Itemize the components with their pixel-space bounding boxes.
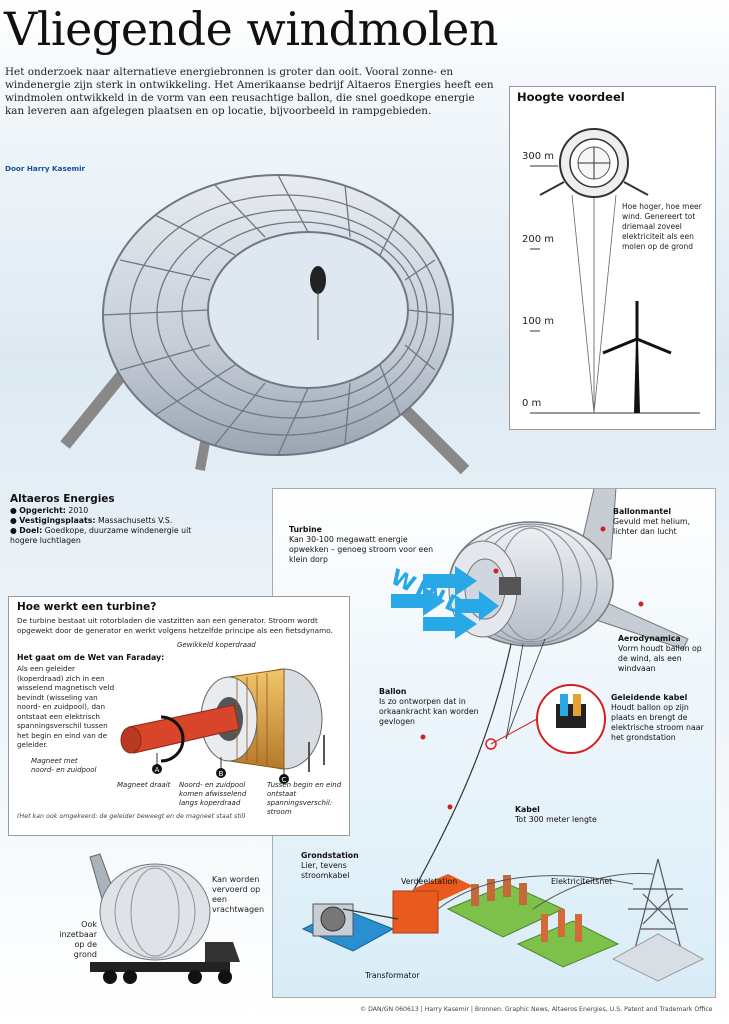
height-diagram: [530, 128, 700, 414]
turbine-explainer-box: Hoe werkt een turbine? De turbine bestaa…: [8, 596, 350, 836]
fact-founded: ● Opgericht: 2010: [10, 506, 89, 515]
faraday-subtitle: Het gaat om de Wet van Faraday:: [17, 653, 165, 662]
transformer: [392, 890, 439, 934]
marker-c-label: C: [282, 776, 287, 784]
marker-a-label: A: [155, 766, 160, 774]
balloon-illustration: [60, 174, 470, 475]
page-title: Vliegende windmolen: [4, 2, 498, 56]
source-credit: © DAN/GN 060613 | Harry Kasemir | Bronne…: [360, 1006, 713, 1013]
system-diagram: [301, 489, 705, 982]
ground-windmill-icon: [602, 301, 672, 413]
faraday-text: Als een geleider (koperdraad) zich in ee…: [17, 664, 115, 749]
balloon-leg: [400, 405, 470, 475]
height-note: Hoe hoger, hoe meer wind. Genereert tot …: [622, 202, 702, 251]
height-advantage-panel: Hoogte voordeel 300 m 200 m 100 m 0 m Ho…: [509, 86, 716, 430]
balloon-leg: [60, 361, 135, 449]
turbine-hub: [310, 266, 326, 294]
pylon: [628, 858, 688, 950]
callout-verdeelstation: Verdeelstation: [401, 877, 458, 886]
truck-illustration: [89, 853, 240, 984]
mini-balloon-icon: [539, 128, 649, 198]
fact-goal: ● Doel: Goedkope, duurzame windenergie u…: [10, 526, 192, 545]
fact-location: ● Vestigingsplaats: Massachusetts V.S.: [10, 516, 173, 525]
turbine-box-intro: De turbine bestaat uit rotorbladen die v…: [17, 616, 333, 635]
turbine-footnote: (Het kan ook omgekeerd: de geleider bewe…: [17, 813, 246, 820]
transport-note: Kan worden vervoerd op een vrachtwagen: [212, 875, 265, 914]
rotation-arrow-icon: [160, 715, 185, 763]
callout-transformator: Transformator: [365, 971, 420, 980]
wind-arrows: [391, 566, 499, 639]
label-spanningsverschil: Tussen begin en eind ontstaat spanningsv…: [267, 781, 342, 816]
label-poolwisseling: Noord- en zuidpool komen afwisselend lan…: [179, 781, 247, 807]
turbine-box-title: Hoe werkt een turbine?: [17, 601, 157, 613]
label-koperdraad: Gewikkeld koperdraad: [177, 641, 256, 649]
marker-b: [216, 768, 226, 778]
label-magneet: Magneet met noord- en zuidpool: [31, 757, 97, 774]
intro-paragraph: Het onderzoek naar alternatieve energieb…: [5, 66, 494, 117]
turbine-unit: [499, 577, 521, 595]
height-label-300: 300 m: [522, 151, 555, 162]
generator-illustration: A B C: [120, 668, 325, 784]
company-facts: Altaeros Energies ● Opgericht: 2010 ● Ve…: [10, 494, 210, 546]
marker-a: [152, 764, 162, 774]
marker-c: [279, 774, 289, 784]
label-magneet-draait: Magneet draait: [117, 781, 171, 789]
height-label-0: 0 m: [522, 398, 542, 409]
byline: Door Harry Kasemir: [5, 164, 86, 173]
height-label-200: 200 m: [522, 234, 555, 245]
callout-elektriciteitsnet: Elektriciteitsnet: [551, 877, 613, 886]
height-panel-title: Hoogte voordeel: [517, 90, 625, 104]
ground-use-note: Ook inzetbaar op de grond: [59, 920, 97, 959]
company-title: Altaeros Energies: [10, 493, 115, 505]
height-label-100: 100 m: [522, 316, 555, 327]
marker-b-label: B: [219, 770, 224, 778]
